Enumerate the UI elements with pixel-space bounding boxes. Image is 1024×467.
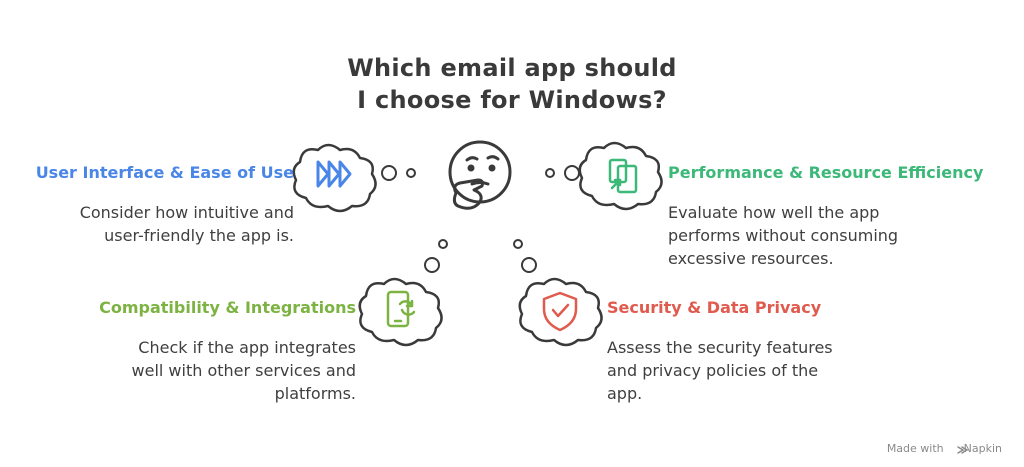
desc-line: platforms. xyxy=(274,384,356,403)
title-line-2: I choose for Windows? xyxy=(357,86,667,114)
desc-line: Consider how intuitive and xyxy=(79,203,294,222)
footer-text: Made with xyxy=(886,442,944,455)
resize-device-icon xyxy=(608,158,638,194)
thought-dots-lower-right xyxy=(513,239,537,273)
desc-line: Check if the app integrates xyxy=(138,338,356,357)
footer-brand: Napkin xyxy=(963,442,1002,455)
desc-security: Assess the security features and privacy… xyxy=(607,336,833,405)
desc-line: and privacy policies of the xyxy=(607,361,819,380)
page-title: Which email app should I choose for Wind… xyxy=(262,52,762,116)
desc-line: performs without consuming xyxy=(668,226,899,245)
thought-dots-lower-left xyxy=(424,239,448,273)
cloud-compatibility xyxy=(358,277,443,347)
thinking-face-icon xyxy=(448,140,512,210)
title-line-1: Which email app should xyxy=(347,54,677,82)
heading-user-interface: User Interface & Ease of Use xyxy=(35,163,294,182)
cloud-performance xyxy=(578,141,663,211)
thought-dots-right xyxy=(545,165,580,181)
desc-line: excessive resources. xyxy=(668,249,834,268)
desc-user-interface: Consider how intuitive and user-friendly… xyxy=(80,201,294,247)
desc-line: user-friendly the app is. xyxy=(104,226,294,245)
heading-compatibility: Compatibility & Integrations xyxy=(99,298,356,317)
desc-line: app. xyxy=(607,384,643,403)
desc-line: Evaluate how well the app xyxy=(668,203,880,222)
desc-line: well with other services and xyxy=(131,361,356,380)
cloud-user-interface xyxy=(292,143,377,213)
desc-line: Assess the security features xyxy=(607,338,833,357)
desc-compatibility: Check if the app integrates well with ot… xyxy=(132,336,356,405)
napkin-logo-icon xyxy=(957,446,969,454)
desc-performance: Evaluate how well the app performs witho… xyxy=(668,201,898,270)
sync-phone-icon xyxy=(386,290,416,328)
fast-forward-icon xyxy=(316,160,352,188)
cloud-security xyxy=(518,277,603,347)
thought-dots-left xyxy=(381,165,416,181)
shield-check-icon xyxy=(542,291,578,332)
made-with-napkin[interactable]: Made with Napkin xyxy=(887,442,1002,455)
heading-performance: Performance & Resource Efficiency xyxy=(668,163,984,182)
heading-security: Security & Data Privacy xyxy=(607,298,822,317)
